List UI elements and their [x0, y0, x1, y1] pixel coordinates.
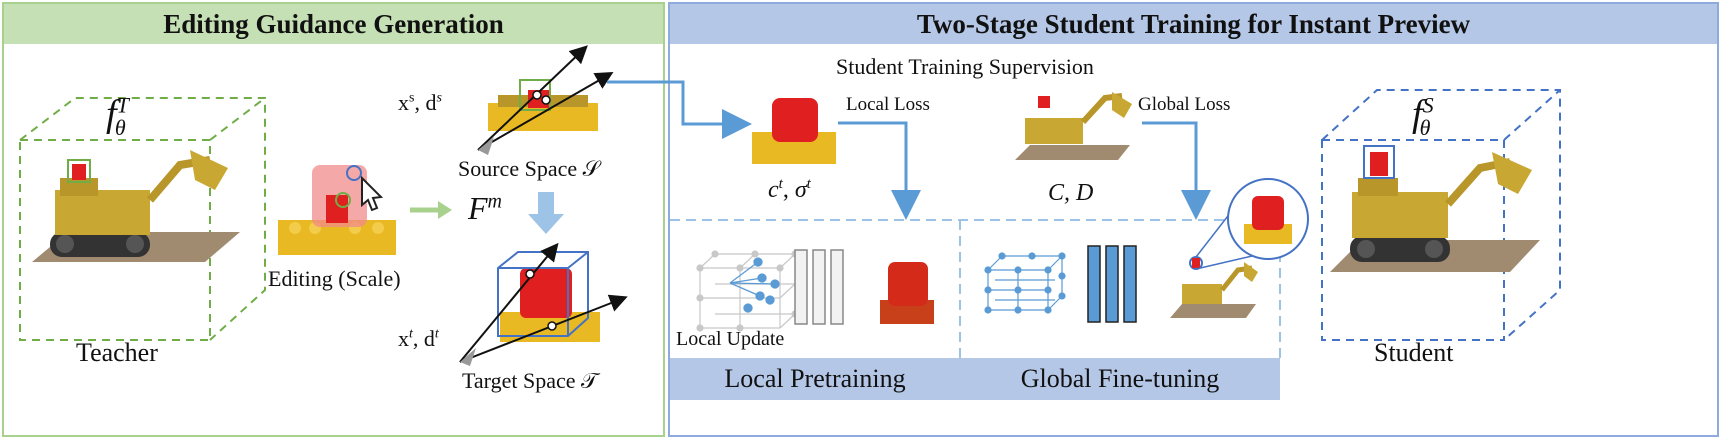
local-mlp: [794, 249, 844, 325]
teacher-label: Teacher: [76, 338, 158, 367]
editing-scene: [278, 165, 396, 255]
transfer-arrow: [607, 80, 752, 139]
teacher-cube: [19, 97, 266, 341]
local-pretraining-banner: Local Pretraining: [670, 358, 960, 400]
target-space-scene: [459, 242, 628, 366]
local-update-label: Local Update: [676, 328, 785, 350]
local-loss-arrow: [838, 121, 921, 220]
green-arrow: [410, 201, 452, 219]
supervision-title: Student Training Supervision: [836, 54, 1094, 79]
local-brick: [752, 98, 836, 164]
editing-guidance-panel: [2, 2, 665, 437]
local-output-brick: [880, 262, 934, 324]
teacher-excavator: [32, 150, 240, 262]
global-mlp: [1087, 245, 1137, 323]
global-output-excavator: [1170, 178, 1309, 318]
student-training-title: Two-Stage Student Training for Instant P…: [670, 4, 1717, 44]
source-ray-label: xs, ds: [398, 90, 442, 115]
global-excavator: [1015, 92, 1132, 160]
local-update-grid: [696, 250, 799, 332]
mapping-arrow: [528, 192, 564, 234]
target-space-label: Target Space 𝒯: [462, 368, 598, 393]
student-symbol: fSθ: [1412, 92, 1434, 140]
global-output-label: C, D: [1048, 180, 1094, 206]
editing-label: Editing (Scale): [268, 266, 401, 291]
editing-guidance-title: Editing Guidance Generation: [4, 4, 663, 44]
global-grid: [984, 252, 1066, 314]
global-finetuning-banner: Global Fine-tuning: [960, 358, 1280, 400]
global-loss-arrow: [1142, 121, 1211, 220]
source-space-scene: [477, 45, 614, 155]
teacher-symbol: fTθ: [106, 92, 129, 140]
student-excavator: [1330, 145, 1540, 272]
mapping-symbol: Fm: [468, 190, 502, 226]
local-update-highlight: [729, 257, 780, 313]
student-training-panel: [668, 2, 1719, 437]
source-space-label: Source Space 𝒮: [458, 156, 600, 181]
local-output-label: ct, σt: [768, 176, 811, 203]
global-loss-label: Global Loss: [1138, 94, 1231, 115]
target-ray-label: xt, dt: [398, 326, 439, 351]
student-label: Student: [1374, 338, 1454, 367]
local-loss-label: Local Loss: [846, 94, 930, 115]
